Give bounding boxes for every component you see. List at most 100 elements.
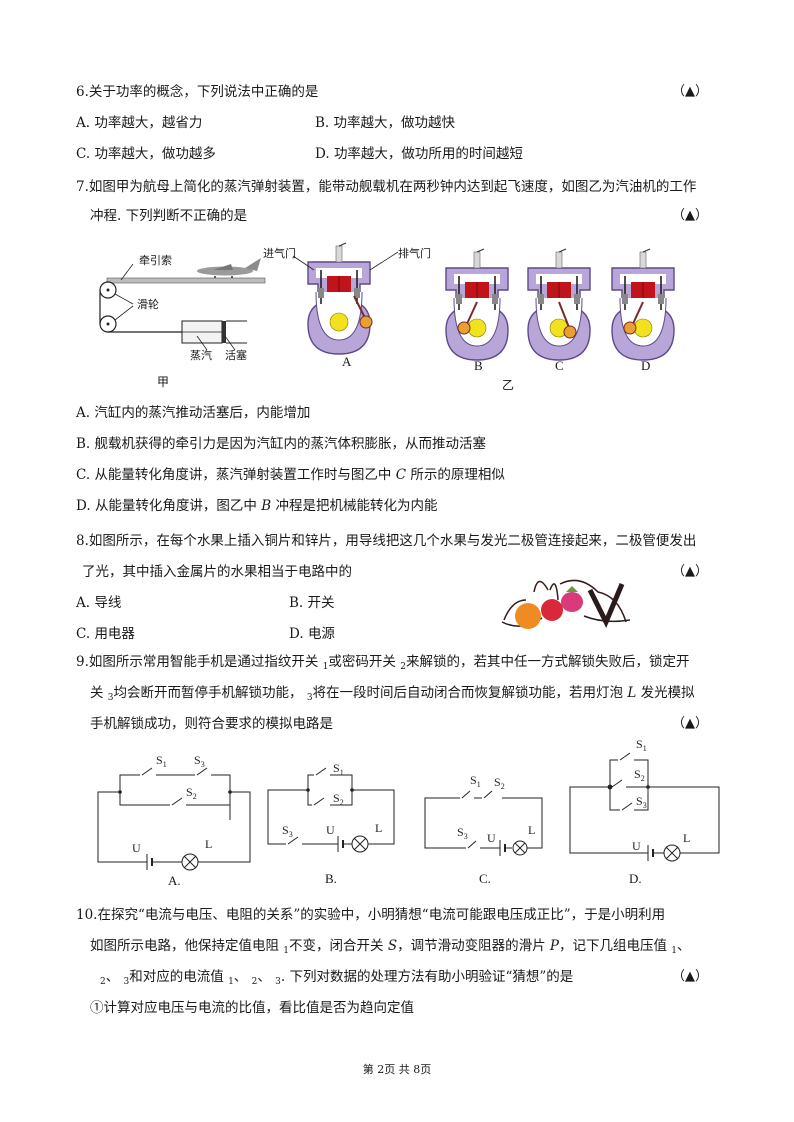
stem-text: 、: [677, 938, 691, 954]
option-7c: C. 从能量转化角度讲，蒸汽弹射装置工作时与图乙中 C 所示的原理相似: [76, 466, 505, 484]
label-a-s1: S1: [156, 753, 167, 769]
option-8d: D. 电源: [289, 625, 335, 643]
subscript: 2: [100, 977, 106, 987]
stroke-label-a: A: [342, 354, 352, 369]
label-a-u: U: [132, 841, 141, 855]
label-d-u: U: [632, 839, 641, 853]
answer-marker: （▲）: [672, 208, 708, 223]
label-c-s3: S3: [457, 825, 468, 841]
circuit-diagrams: S1 S3 S2 U L S1 S2 S3 U L S1 S2 S3 U L S…: [97, 737, 720, 871]
airplane-icon: [197, 258, 261, 278]
option-7b: B. 舰载机获得的牵引力是因为汽缸内的蒸汽体积膨胀，从而推动活塞: [76, 435, 486, 453]
subscript: 3: [123, 977, 130, 987]
stem-text: ，记下几组电压值: [558, 938, 672, 954]
question-number: 9.: [76, 654, 89, 670]
fruit-battery-illustration: [501, 579, 631, 629]
label-exhaust-valve: 排气门: [398, 247, 431, 260]
engine-strokes-diagram: [292, 242, 675, 361]
label-steam: 蒸汽: [190, 349, 212, 362]
circuit-option-d: D.: [629, 871, 642, 886]
option-text: 从能量转化角度讲，蒸汽弹射装置工作时与图乙中: [94, 467, 396, 483]
label-d-l: L: [683, 831, 690, 845]
option-7a: A. 汽缸内的蒸汽推动活塞后，内能增加: [76, 404, 310, 422]
stroke-label-c: C: [555, 358, 564, 373]
label-a-s2: S2: [186, 785, 197, 801]
stem-text: 关于功率的概念，下列说法中正确的是: [88, 84, 319, 100]
question-number: 6.: [76, 84, 89, 100]
subscript: 1: [671, 946, 677, 956]
label-d-s2: S2: [634, 767, 645, 783]
label-c-l: L: [528, 823, 535, 837]
stem-text: . 下列对数据的处理方法有助小明验证“猜想”的是: [280, 969, 574, 985]
option-italic: B: [261, 498, 272, 514]
option-key: A.: [76, 115, 91, 131]
circuit-option-c: C.: [479, 871, 491, 886]
option-text: 电源: [307, 626, 335, 642]
circuit-options: S1 S3 S2 U L S1 S2 S3 U L S1 S2 S3 U L S…: [90, 730, 730, 890]
stem-text: 来解锁的，若其中任一方式解锁失败后，锁定开: [405, 654, 690, 670]
circuit-option-a: A.: [168, 873, 181, 888]
option-text: 功率越大，做功越快: [333, 115, 456, 131]
question-9-stem-line3: 手机解锁成功，则符合要求的模拟电路是: [90, 716, 333, 732]
answer-marker: （▲）: [672, 84, 708, 99]
question-number: 8.: [76, 533, 89, 549]
italic-symbol: S: [387, 938, 398, 954]
option-text: 所示的原理相似: [406, 467, 505, 483]
steam-catapult-diagram: [99, 258, 266, 351]
question-9-stem-line2: 关 3均会断开而暂停手机解锁功能， 3将在一段时间后自动闭合而恢复解锁功能，若用…: [90, 684, 695, 707]
label-b-s1: S1: [333, 761, 344, 777]
option-text: 用电器: [94, 626, 135, 642]
answer-marker: （▲）: [672, 716, 708, 731]
option-text: 从能量转化角度讲，图乙中: [94, 498, 262, 514]
stem-text: 如图甲为航母上简化的蒸汽弹射装置，能带动舰载机在两秒钟内达到起飞速度，如图乙为汽…: [88, 179, 697, 195]
figure-engine-strokes: 进气门 排气门 A B C D 乙: [258, 240, 698, 395]
stem-text: 在探究“电流与电压、电阻的关系”的实验中，小明猜想“电流可能跟电压成正比”，于是…: [97, 907, 666, 923]
question-10-stem-line1: 10.在探究“电流与电压、电阻的关系”的实验中，小明猜想“电流可能跟电压成正比”…: [76, 906, 665, 924]
option-text: 计算对应电压与电流的比值，看比值是否为趋向定值: [103, 1000, 415, 1016]
option-key: B.: [289, 595, 304, 611]
circuit-a: [97, 767, 251, 871]
circuit-b: [267, 767, 395, 853]
option-text: 导线: [94, 595, 122, 611]
stroke-label-d: D: [641, 358, 651, 373]
label-c-u: U: [487, 831, 496, 845]
answer-marker: （▲）: [672, 969, 708, 984]
question-9-stem-line1: 9.如图所示常用智能手机是通过指纹开关 1或密码开关 2来解锁的，若其中任一方式…: [76, 653, 689, 676]
option-7d: D. 从能量转化角度讲，图乙中 B 冲程是把机械能转化为内能: [76, 497, 437, 515]
option-8b: B. 开关: [289, 594, 335, 612]
option-key: D.: [289, 626, 304, 642]
label-c-s2: S2: [494, 775, 505, 791]
option-text: 冲程是把机械能转化为内能: [271, 498, 438, 514]
subscript: 2: [400, 662, 406, 672]
stem-text: 均会断开而暂停手机解锁功能，: [113, 685, 307, 701]
answer-marker: （▲）: [672, 564, 708, 579]
label-a-s3: S3: [194, 753, 205, 769]
stem-text: 如图所示电路，他保持定值电阻: [90, 938, 284, 954]
option-key: D.: [76, 498, 91, 514]
label-a-l: L: [205, 837, 212, 851]
question-7-stem-line1: 7.如图甲为航母上简化的蒸汽弹射装置，能带动舰载机在两秒钟内达到起飞速度，如图乙…: [76, 178, 696, 196]
option-text: 汽缸内的蒸汽推动活塞后，内能增加: [94, 405, 311, 421]
figure-caption-yi: 乙: [502, 378, 515, 392]
option-key: C.: [76, 626, 91, 642]
figure-steam-catapult: 牵引索 滑轮 蒸汽 活塞 甲: [85, 240, 285, 390]
option-8c: C. 用电器: [76, 625, 135, 643]
label-intake-valve: 进气门: [263, 247, 296, 260]
stem-text: 将在一段时间后自动闭合而恢复解锁功能，若用灯泡: [312, 685, 628, 701]
option-8a: A. 导线: [76, 594, 121, 612]
stem-text: 不变，闭合开关: [289, 938, 388, 954]
option-6c: C. 功率越大，做功越多: [76, 145, 216, 163]
option-10-1: ①计算对应电压与电流的比值，看比值是否为趋向定值: [90, 999, 414, 1017]
option-italic: C: [395, 467, 407, 483]
stem-text: 关: [90, 685, 108, 701]
figure-caption-jia: 甲: [157, 375, 170, 389]
question-10-stem-line2: 如图所示电路，他保持定值电阻 1不变，闭合开关 S，调节滑动变阻器的滑片 P，记…: [90, 937, 691, 960]
label-b-s3: S3: [282, 823, 293, 839]
italic-symbol: P: [549, 938, 559, 954]
subscript: 1: [228, 977, 234, 987]
stem-text: 或密码开关: [328, 654, 401, 670]
option-key: C.: [76, 467, 91, 483]
option-6b: B. 功率越大，做功越快: [315, 114, 455, 132]
option-key: ①: [90, 1000, 104, 1016]
label-pulley: 滑轮: [137, 298, 159, 311]
